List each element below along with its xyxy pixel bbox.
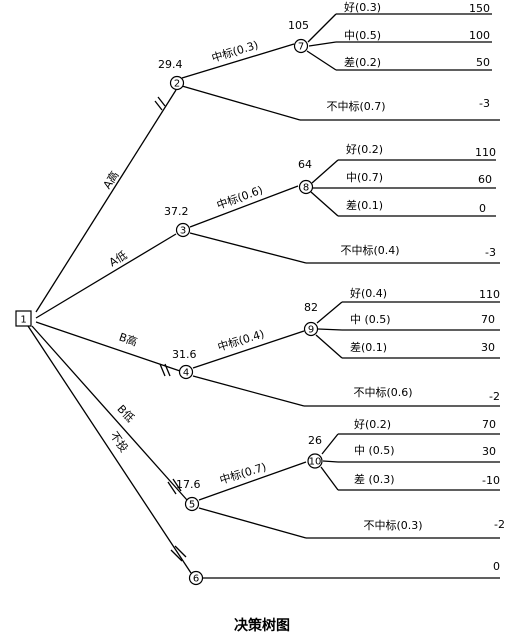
label-n8-bad: 差(0.1) bbox=[346, 198, 383, 212]
ev-node-5: 17.6 bbox=[176, 478, 201, 491]
label-n9-mid: 中 (0.5) bbox=[350, 313, 391, 326]
label-n4-lose: 不中标(0.6) bbox=[353, 385, 412, 399]
node-9-label: 9 bbox=[308, 325, 314, 336]
node-4-branches bbox=[192, 301, 500, 407]
label-n2-lose: 不中标(0.7) bbox=[326, 99, 385, 113]
node-7-label: 7 bbox=[298, 42, 304, 53]
ev-node-4: 31.6 bbox=[172, 348, 197, 361]
ev-node-9: 82 bbox=[304, 301, 318, 314]
payoff-n9-good: 110 bbox=[479, 288, 500, 301]
node-3-branches bbox=[189, 159, 500, 264]
branch-label-a-low: A低 bbox=[107, 249, 130, 270]
decision-branch-lines bbox=[27, 89, 192, 574]
node-2-branches bbox=[181, 13, 500, 121]
label-n5-win: 中标(0.7) bbox=[218, 459, 268, 486]
payoff-n10-mid: 30 bbox=[482, 445, 496, 458]
node-10-label: 10 bbox=[309, 457, 322, 468]
chance-node-5: 5 bbox=[184, 496, 200, 512]
payoff-n6: 0 bbox=[493, 560, 500, 573]
chance-node-10: 10 bbox=[307, 453, 323, 469]
label-n10-good: 好(0.2) bbox=[354, 417, 391, 431]
label-n8-good: 好(0.2) bbox=[346, 142, 383, 156]
branch-label-a-high: A高 bbox=[100, 168, 122, 191]
payoff-n7-bad: 50 bbox=[476, 56, 490, 69]
ev-node-10: 26 bbox=[308, 434, 322, 447]
decision-node-1: 1 bbox=[15, 310, 32, 327]
ev-node-3: 37.2 bbox=[164, 205, 189, 218]
branch-label-b-high: B高 bbox=[117, 330, 139, 349]
label-n9-bad: 差(0.1) bbox=[350, 340, 387, 354]
node-5-branches bbox=[198, 433, 500, 539]
node-2-label: 2 bbox=[174, 79, 180, 90]
diagram-caption: 决策树图 bbox=[234, 617, 290, 634]
chance-node-6: 6 bbox=[188, 570, 204, 586]
pruned-branch-marks bbox=[154, 96, 187, 562]
payoff-n9-mid: 70 bbox=[481, 313, 495, 326]
label-n10-bad: 差 (0.3) bbox=[354, 472, 395, 486]
payoff-n10-bad: -10 bbox=[482, 474, 500, 487]
chance-node-2: 2 bbox=[169, 75, 185, 91]
label-n7-bad: 差(0.2) bbox=[344, 55, 381, 69]
payoff-n8-mid: 60 bbox=[478, 173, 492, 186]
node-1-label: 1 bbox=[20, 315, 26, 326]
payoff-n8-good: 110 bbox=[475, 146, 496, 159]
payoff-n9-bad: 30 bbox=[481, 341, 495, 354]
node-3-label: 3 bbox=[180, 226, 186, 237]
node-8-label: 8 bbox=[303, 183, 309, 194]
payoff-n7-mid: 100 bbox=[469, 29, 490, 42]
ev-node-8: 64 bbox=[298, 158, 312, 171]
payoff-n8-bad: 0 bbox=[479, 202, 486, 215]
label-n9-good: 好(0.4) bbox=[350, 286, 387, 300]
payoff-n4-lose: -2 bbox=[489, 390, 500, 403]
label-n7-good: 好(0.3) bbox=[344, 0, 381, 14]
label-n5-lose: 不中标(0.3) bbox=[363, 518, 422, 532]
label-n7-mid: 中(0.5) bbox=[344, 29, 381, 42]
node-5-label: 5 bbox=[189, 500, 195, 511]
chance-node-4: 4 bbox=[178, 364, 194, 380]
label-n2-win: 中标(0.3) bbox=[210, 37, 260, 64]
label-n8-mid: 中(0.7) bbox=[346, 171, 383, 184]
payoff-n5-lose: -2 bbox=[494, 518, 505, 531]
payoff-n10-good: 70 bbox=[482, 418, 496, 431]
node-4-label: 4 bbox=[183, 368, 189, 379]
label-n4-win: 中标(0.4) bbox=[216, 326, 266, 353]
chance-node-7: 7 bbox=[293, 38, 309, 54]
payoff-n7-good: 150 bbox=[469, 2, 490, 15]
node-6-label: 6 bbox=[193, 574, 199, 585]
ev-node-7: 105 bbox=[288, 19, 309, 32]
chance-node-3: 3 bbox=[175, 222, 191, 238]
label-n3-lose: 不中标(0.4) bbox=[340, 243, 399, 257]
label-n10-mid: 中 (0.5) bbox=[354, 444, 395, 457]
chance-node-9: 9 bbox=[303, 321, 319, 337]
ev-node-2: 29.4 bbox=[158, 58, 183, 71]
payoff-n2-lose: -3 bbox=[479, 97, 490, 110]
chance-node-8: 8 bbox=[298, 179, 314, 195]
payoff-n3-lose: -3 bbox=[485, 246, 496, 259]
